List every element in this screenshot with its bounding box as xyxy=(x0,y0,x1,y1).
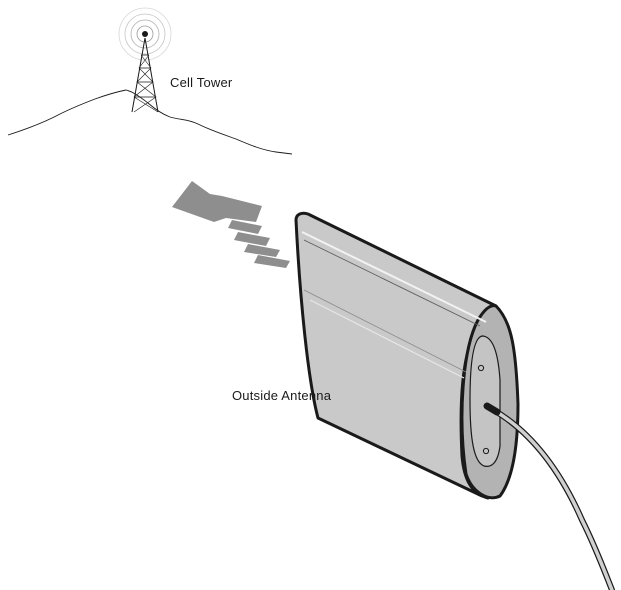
mountain-icon xyxy=(8,90,292,154)
cell-tower-label: Cell Tower xyxy=(170,75,232,90)
signal-arrow-icon xyxy=(172,181,290,268)
outside-antenna-icon xyxy=(296,213,518,498)
cell-tower-icon xyxy=(119,8,171,112)
outside-antenna-label: Outside Antenna xyxy=(232,388,331,403)
